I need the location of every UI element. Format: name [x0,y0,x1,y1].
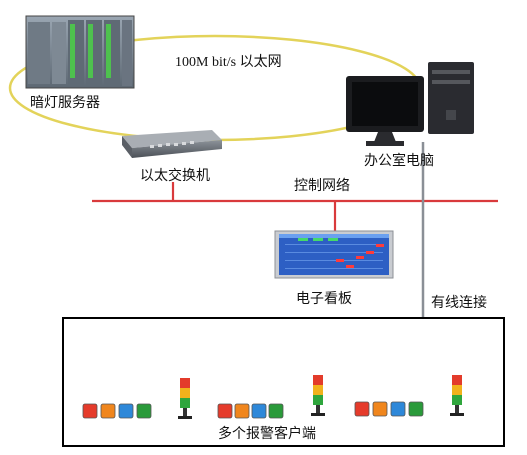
alarm-client-3 [354,375,464,417]
alarm-client-2 [217,375,325,419]
ethernet-switch-label: 以太交换机 [140,167,210,184]
signal-tower-icon [450,375,464,416]
wired-connection-label: 有线连接 [431,294,487,311]
alarm-clients-frame [62,317,505,447]
ethernet-speed-label: 100M bit/s 以太网 [175,54,282,70]
alarm-client-1 [82,378,192,419]
office-pc-label: 办公室电脑 [364,152,434,169]
plc-server-icon [25,15,135,89]
dark-server-label: 暗灯服务器 [30,95,100,111]
alarm-clients-label: 多个报警客户端 [218,425,316,442]
desktop-computer-icon [346,62,474,146]
alarm-button-group-1 [82,403,152,419]
signal-tower-icon [311,375,325,416]
network-switch-icon [122,130,222,158]
signal-tower-icon [178,378,192,419]
control-network-label: 控制网络 [294,178,350,194]
alarm-button-group-2 [217,403,284,419]
led-board-icon [274,230,394,279]
eboard-label: 电子看板 [296,291,352,307]
alarm-button-group-3 [354,401,424,417]
